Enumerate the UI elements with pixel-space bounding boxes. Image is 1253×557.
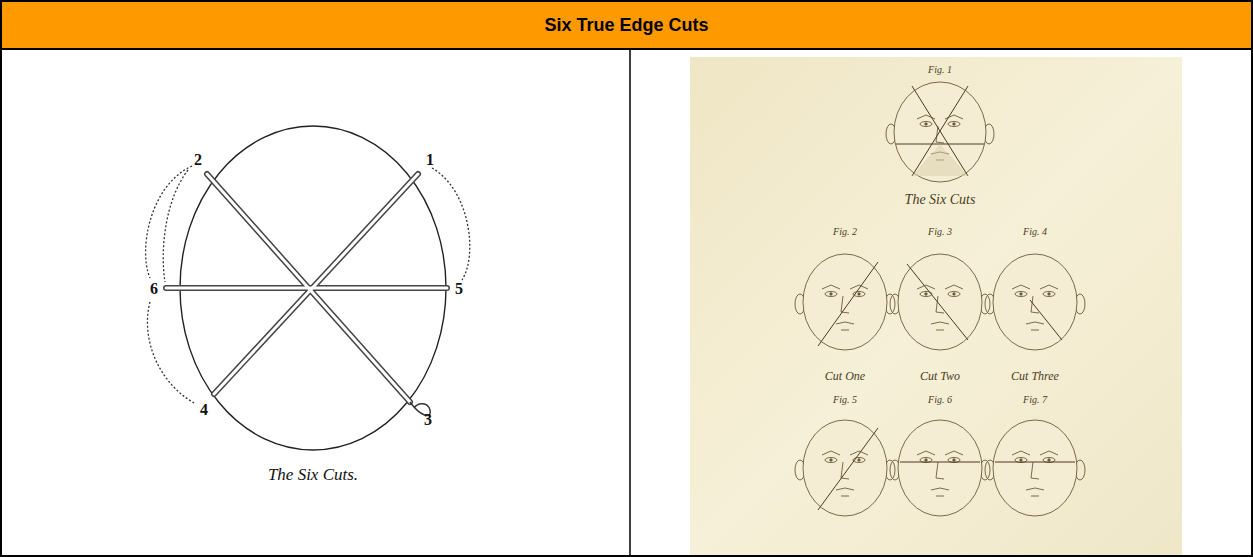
cut-caption: Cut Two [920, 370, 960, 382]
callout-number: 2 [194, 152, 202, 168]
face-drawing [985, 254, 1085, 350]
cut-line [912, 86, 968, 176]
face-drawing [795, 254, 895, 350]
cut-line [900, 462, 980, 463]
cell-divider [629, 49, 631, 556]
figure-label: Fig. 7 [1023, 395, 1047, 405]
figure-caption: The Six Cuts. [268, 466, 358, 483]
six-cuts-figure [146, 126, 470, 450]
cut-line [818, 428, 878, 510]
figure-label: Fig. 3 [928, 227, 952, 237]
cut-caption: Cut One [825, 370, 865, 382]
figure-label: Fig. 2 [833, 227, 857, 237]
cut-line [995, 462, 1075, 463]
callout-number: 6 [150, 281, 158, 297]
figure-label: Fig. 5 [833, 395, 857, 405]
cut-return-arcs [146, 166, 470, 404]
figure-label: Fig. 1 [928, 65, 952, 75]
figure-label: Fig. 4 [1023, 227, 1047, 237]
cut-line [907, 264, 968, 340]
cut-lines-outer [166, 174, 447, 402]
callout-number: 1 [426, 152, 434, 168]
header-bar: Six True Edge Cuts [2, 2, 1251, 48]
face-drawing [795, 420, 895, 516]
callout-number: 5 [455, 281, 463, 297]
header-rule [1, 48, 1252, 50]
shaded-sector [912, 144, 968, 176]
plate-paper [690, 57, 1182, 555]
plate-faces [795, 82, 1085, 516]
cut-caption: Cut Three [1011, 370, 1059, 382]
face-drawing [890, 254, 990, 350]
face-drawing [886, 82, 994, 182]
callout-number: 3 [424, 412, 432, 428]
face-drawing [985, 420, 1085, 516]
cut-line [1030, 300, 1062, 340]
cut-line [818, 262, 878, 346]
callout-number: 4 [200, 402, 208, 418]
figure-label: Fig. 6 [928, 395, 952, 405]
title: Six True Edge Cuts [544, 15, 708, 36]
plate-caption: The Six Cuts [905, 193, 976, 207]
cut-lines-inner [166, 174, 447, 402]
face-drawing [890, 420, 990, 516]
cut-line [912, 86, 968, 176]
